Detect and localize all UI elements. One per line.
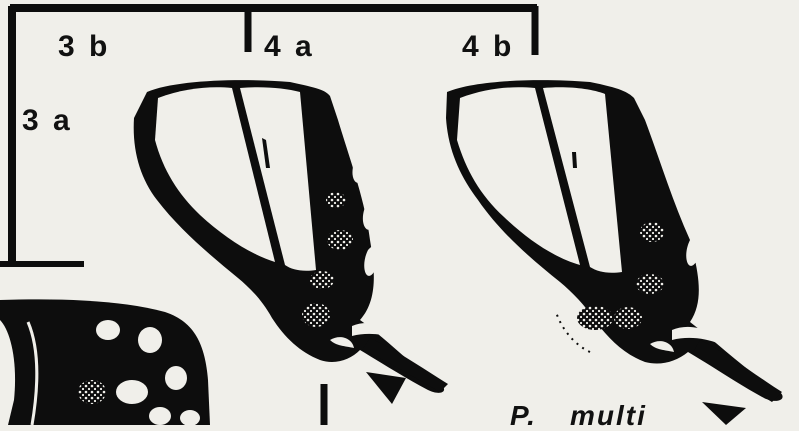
wing-3a-spot-5: [165, 366, 187, 390]
wing-4a-spot-cluster-2: [327, 230, 353, 250]
arrowhead-pointer-icon-2: [702, 402, 746, 425]
caption-genus: P.: [510, 402, 537, 430]
wing-4b-spot-cluster-4: [614, 307, 642, 329]
panel-label-4b: 4 b: [462, 32, 514, 62]
wing-4a-spot-cluster-4: [302, 303, 330, 327]
wing-4a-tail: [362, 338, 448, 392]
panel-label-4a: 4 a: [264, 32, 315, 62]
wing-3a-spot-4: [116, 380, 148, 404]
wing-4a-spot-cluster-3: [310, 271, 334, 289]
wing-3a-spot-2: [138, 327, 162, 353]
wing-4a-spot-cluster-1: [326, 192, 346, 208]
wing-4b-spot-cluster-1: [640, 222, 664, 242]
wing-4b-submarginal-spot-3: [680, 190, 695, 220]
wing-4b-submarginal-spot-2: [669, 146, 685, 175]
wing-3a-spot-1: [96, 320, 120, 340]
wing-4a-submarginal-spot-3: [363, 200, 378, 230]
arrowhead-pointer-icon: [366, 372, 406, 404]
wing-4b-tail: [692, 340, 782, 402]
hindwing-4b-drawing: [446, 80, 783, 402]
wing-3a-outline: [0, 299, 210, 425]
wing-3a-spot-3: [78, 380, 106, 404]
wing-4a-submarginal-spot-2: [352, 155, 367, 183]
caption-species: multi: [570, 402, 647, 430]
panel-label-3a: 3 a: [22, 106, 73, 136]
wing-3a-spot-6: [149, 407, 171, 425]
wing-4b-spot-cluster-3: [577, 306, 613, 330]
panel-label-3b: 3 b: [58, 32, 110, 62]
wing-3a-partial-drawing: [0, 299, 210, 425]
wing-4b-spot-cluster-2: [636, 274, 664, 294]
wing-4a-submarginal-spot-1: [341, 113, 354, 136]
wing-4b-submarginal-spot-1: [658, 105, 675, 131]
